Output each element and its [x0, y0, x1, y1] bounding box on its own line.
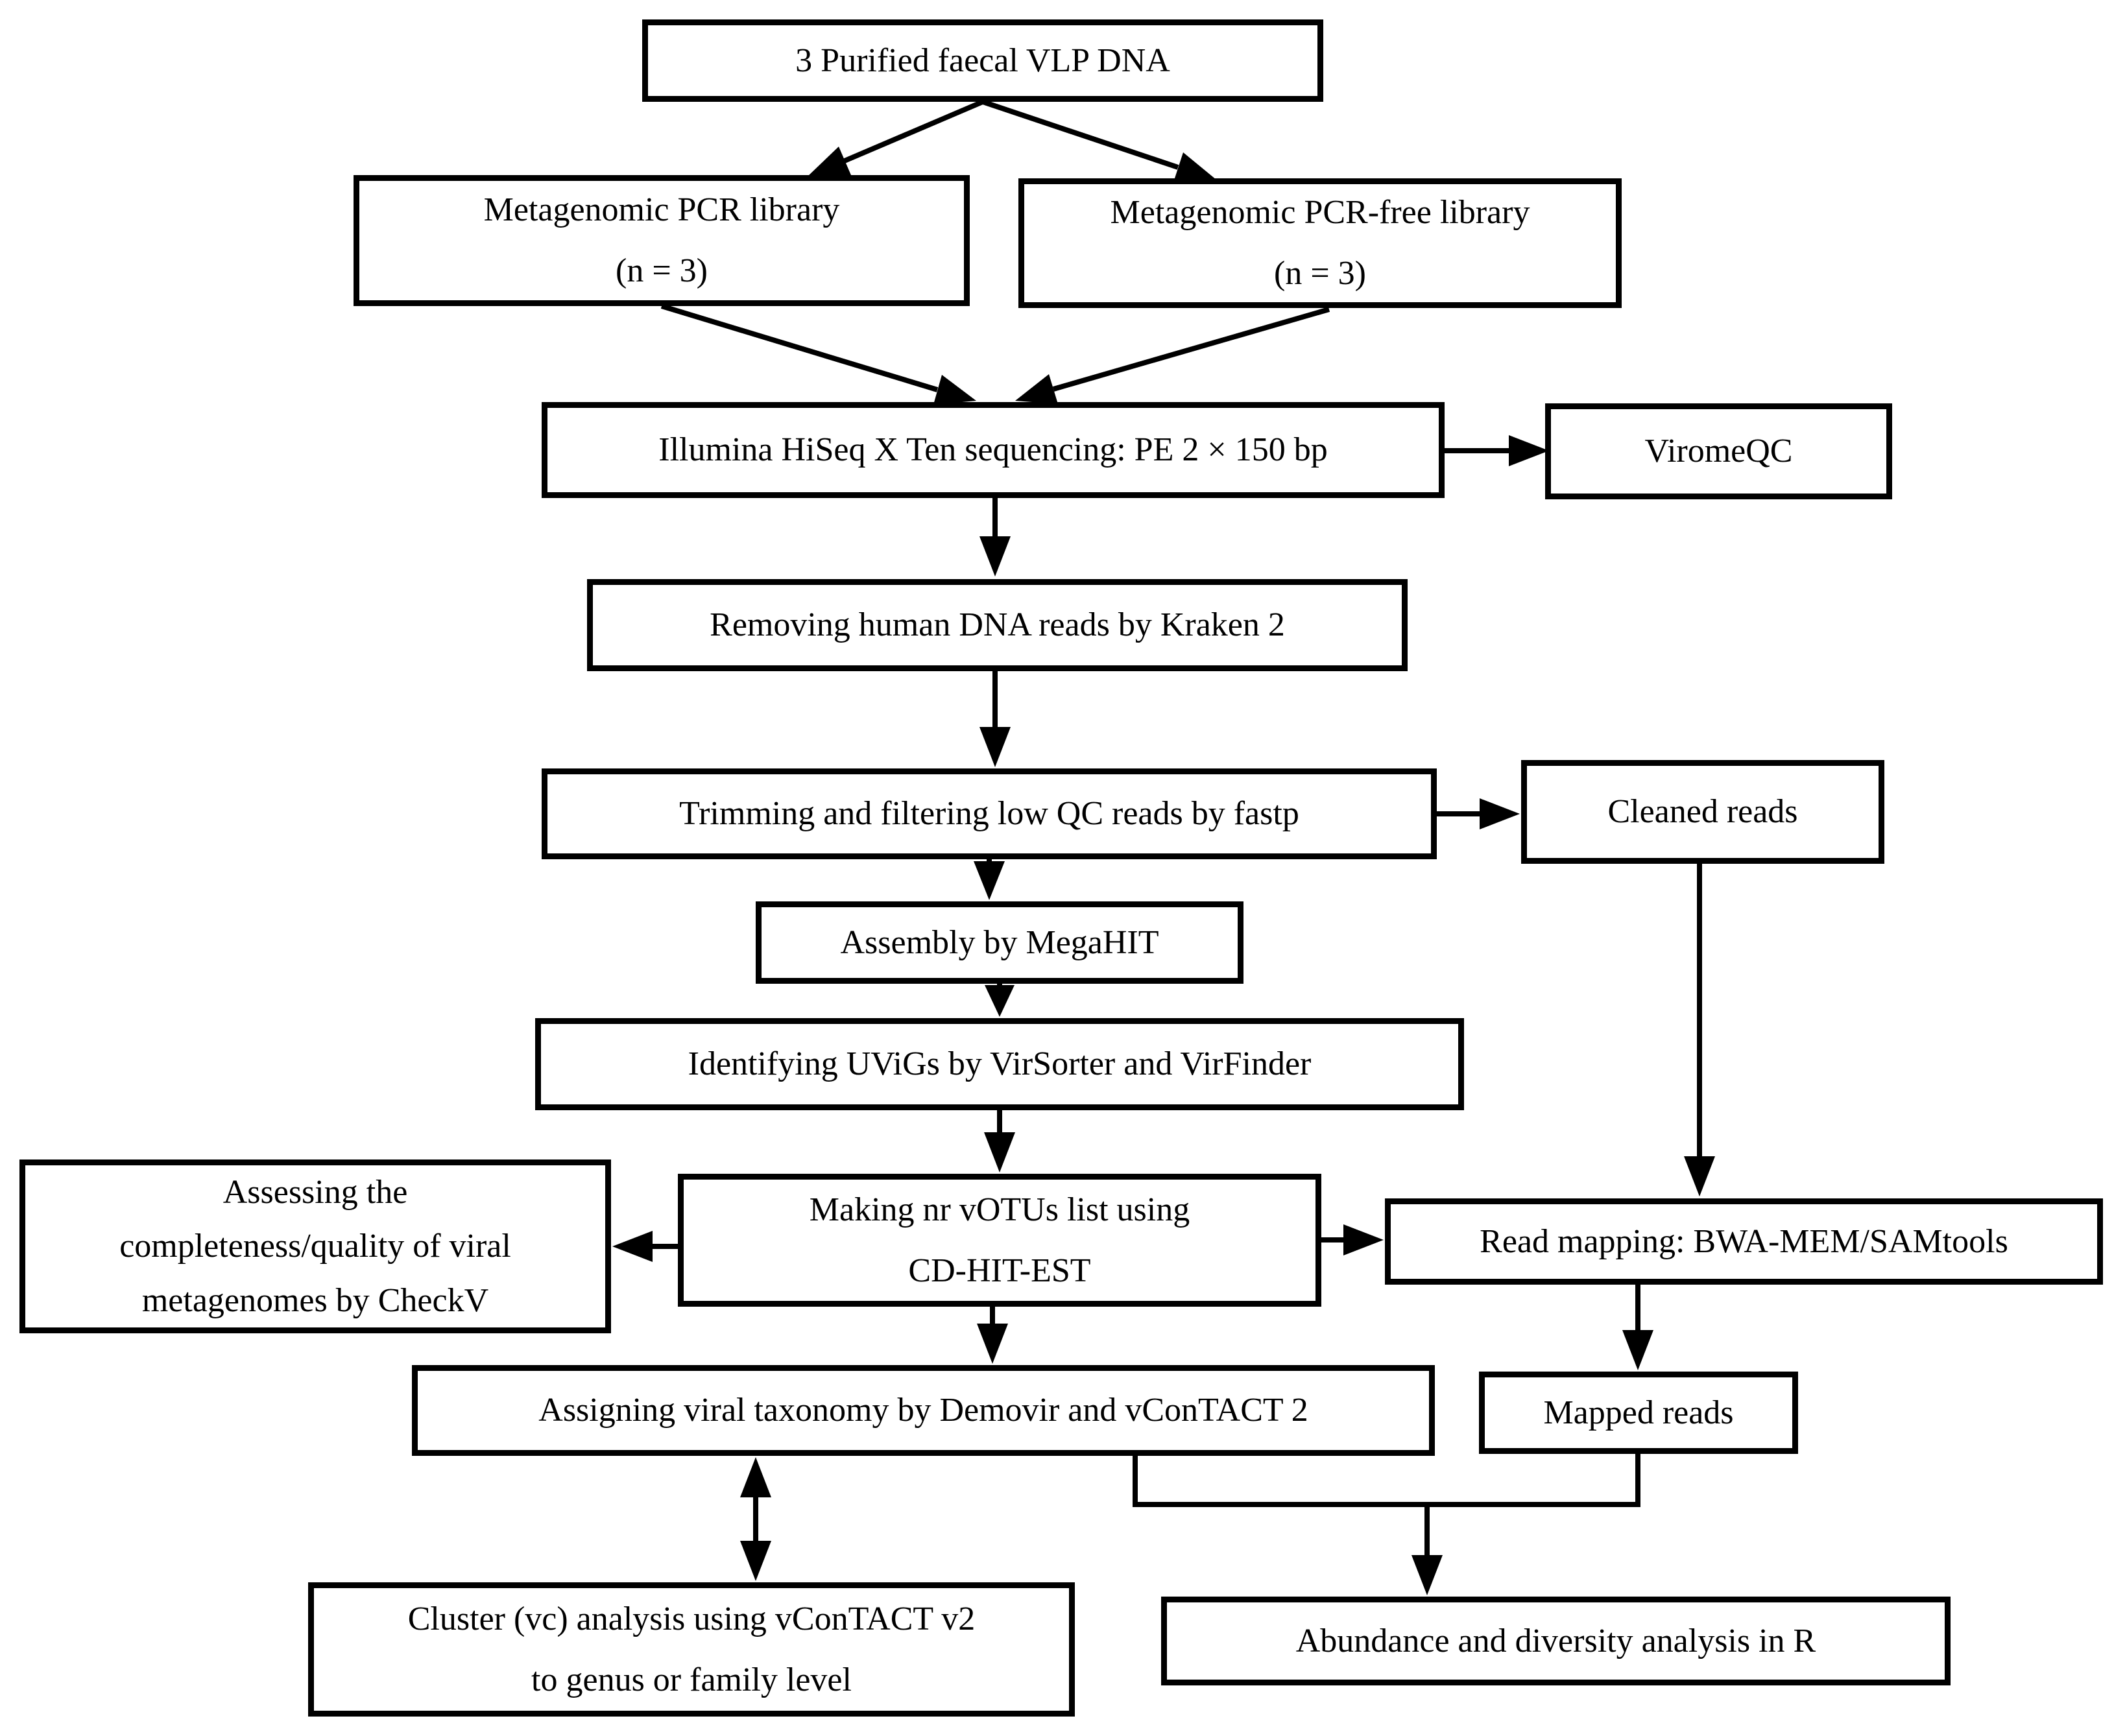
- edge-cleaned-reads-to-read-mapping: [1684, 862, 1715, 1196]
- node-abundance-diversity-analysis: Abundance and diversity analysis in R: [1161, 1597, 1951, 1685]
- arrowhead-right: [1509, 435, 1549, 466]
- edge-fastp-to-cleaned-reads: [1435, 798, 1520, 829]
- edge-votus-to-taxonomy: [977, 1305, 1008, 1364]
- node-purified-faecal-vlp-dna: 3 Purified faecal VLP DNA: [642, 19, 1323, 102]
- node-megahit-assembly: Assembly by MegaHIT: [756, 901, 1243, 984]
- edge-votus-to-checkv: [612, 1231, 679, 1262]
- node-metagenomic-pcr-free-library: Metagenomic PCR-free library (n = 3): [1018, 178, 1622, 308]
- node-kraken2-human-removal: Removing human DNA reads by Kraken 2: [587, 579, 1408, 671]
- arrowhead-down: [977, 1324, 1008, 1364]
- node-votus-cd-hit-est: Making nr vOTUs list using CD-HIT-EST: [678, 1174, 1321, 1307]
- node-mapped-reads: Mapped reads: [1479, 1372, 1798, 1454]
- edge-taxonomy-mapped-reads-merge-to-abundance: [1133, 1451, 1640, 1595]
- edge-uvigs-to-votus: [984, 1109, 1015, 1172]
- arrowhead-down-right: [1173, 152, 1216, 182]
- node-metagenomic-pcr-library: Metagenomic PCR library (n = 3): [354, 175, 970, 306]
- arrowhead-down: [984, 1132, 1015, 1172]
- node-viromeqc: ViromeQC: [1545, 403, 1892, 499]
- arrowhead-down: [974, 861, 1005, 900]
- node-identifying-uvigs: Identifying UViGs by VirSorter and VirFi…: [535, 1018, 1464, 1110]
- node-read-mapping-bwa: Read mapping: BWA-MEM/SAMtools: [1385, 1198, 2103, 1285]
- edge-kraken-to-fastp: [979, 670, 1011, 767]
- arrowhead-down: [979, 727, 1011, 767]
- arrowhead-left: [612, 1231, 653, 1262]
- arrowhead-down: [1411, 1555, 1443, 1595]
- arrowhead-down: [740, 1541, 771, 1581]
- arrowhead-down: [1684, 1156, 1715, 1196]
- node-viral-taxonomy: Assigning viral taxonomy by Demovir and …: [412, 1365, 1435, 1456]
- edge-purified-to-pcr-library: [808, 99, 984, 176]
- node-cleaned-reads: Cleaned reads: [1521, 760, 1884, 864]
- arrowhead-down: [1622, 1330, 1653, 1370]
- edge-pcr-free-library-to-sequencing: [1015, 307, 1330, 404]
- edge-fastp-to-assembly: [974, 858, 1005, 900]
- arrowhead-right: [1480, 798, 1520, 829]
- node-cluster-analysis: Cluster (vc) analysis using vConTACT v2 …: [308, 1582, 1075, 1717]
- edge-votus-to-read-mapping: [1319, 1224, 1384, 1255]
- edge-taxonomy-cluster-double-arrow: [740, 1457, 771, 1581]
- arrowhead-right: [1343, 1224, 1384, 1255]
- edge-read-mapping-to-mapped-reads: [1622, 1283, 1653, 1370]
- arrowhead-down: [979, 536, 1011, 577]
- arrowhead-down-right: [933, 375, 976, 405]
- arrowhead-down: [985, 985, 1015, 1017]
- arrowhead-down-left: [1015, 374, 1058, 404]
- arrowhead-down-left: [808, 147, 851, 176]
- edge-sequencing-to-kraken: [979, 496, 1011, 577]
- edge-pcr-library-to-sequencing: [660, 303, 976, 405]
- edge-sequencing-to-viromeqc: [1443, 435, 1549, 466]
- node-illumina-sequencing: Illumina HiSeq X Ten sequencing: PE 2 × …: [542, 402, 1445, 498]
- node-checkv-assessment: Assessing the completeness/quality of vi…: [19, 1159, 611, 1333]
- arrowhead-up: [740, 1457, 771, 1497]
- edge-assembly-to-uvigs: [985, 982, 1015, 1017]
- node-fastp-trimming: Trimming and filtering low QC reads by f…: [542, 768, 1437, 859]
- edge-purified-to-pcr-free-library: [981, 99, 1216, 182]
